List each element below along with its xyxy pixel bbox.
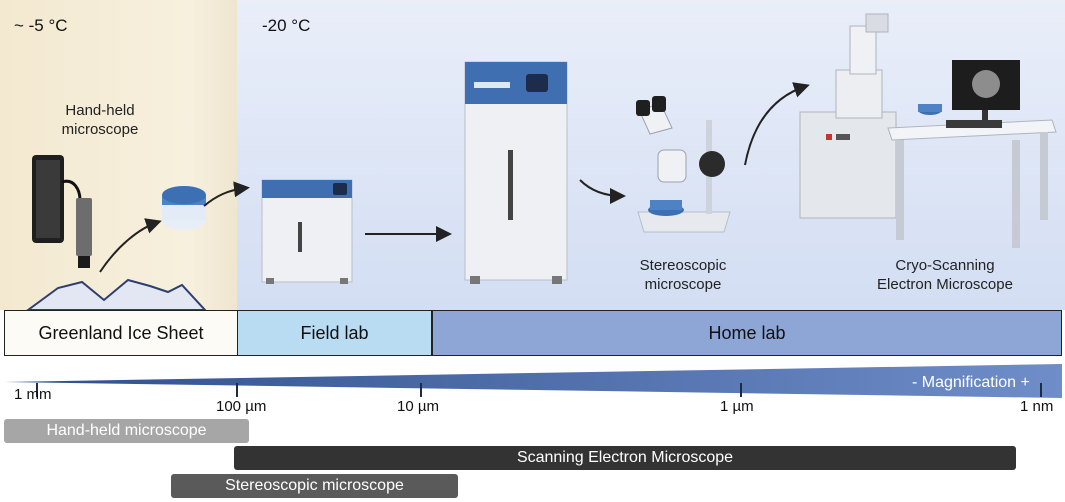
- scale-tick-label: 1 nm: [1020, 398, 1054, 415]
- scale-tick: [740, 383, 742, 397]
- lab-zone-background: [237, 0, 1065, 310]
- field-temperature: ~ -5 °C: [14, 16, 68, 35]
- handheld-microscope-icon: [32, 155, 92, 268]
- workflow-illustration: [26, 13, 1057, 310]
- magnification-wedge: [5, 364, 1062, 398]
- stage-greenland-ice-sheet: Greenland Ice Sheet: [4, 310, 238, 356]
- scale-tick-label: 1 µm: [720, 398, 754, 415]
- arrow-icon: [579, 179, 626, 204]
- stereoscopic-microscope-label: Stereoscopic microscope: [639, 257, 727, 293]
- cryo-sem-icon: [799, 13, 1057, 248]
- scale-tick-label: 100 µm: [216, 398, 267, 415]
- arrow-icon: [744, 82, 810, 166]
- stage-field-lab: Field lab: [237, 310, 432, 356]
- scale-tick-label: 10 µm: [397, 398, 439, 415]
- scale-tick: [1040, 383, 1042, 397]
- range-stereoscopic-microscope: Stereoscopic microscope: [171, 474, 458, 498]
- mountains-icon: [26, 278, 207, 310]
- stage-home-lab: Home lab: [432, 310, 1062, 356]
- lab-temperature: -20 °C: [262, 16, 311, 35]
- range-handheld-microscope: Hand-held microscope: [4, 419, 249, 443]
- cryo-sem-label: Cryo-Scanning Electron Microscope: [877, 257, 1013, 293]
- handheld-microscope-label: Hand-held microscope: [61, 102, 139, 138]
- scale-tick: [420, 383, 422, 397]
- magnification-label: - Magnification +: [912, 374, 1030, 391]
- scale-tick-label: 1 mm: [14, 386, 52, 403]
- small-freezer-icon: [261, 179, 353, 284]
- range-scanning-electron-microscope: Scanning Electron Microscope: [234, 446, 1016, 470]
- tall-freezer-icon: [464, 61, 568, 284]
- arrow-icon: [99, 218, 162, 273]
- stereoscopic-microscope-icon: [636, 96, 731, 233]
- sample-container-icon: [162, 186, 206, 230]
- scale-tick: [36, 383, 38, 397]
- arrow-icon: [203, 181, 250, 207]
- scale-tick: [236, 383, 238, 397]
